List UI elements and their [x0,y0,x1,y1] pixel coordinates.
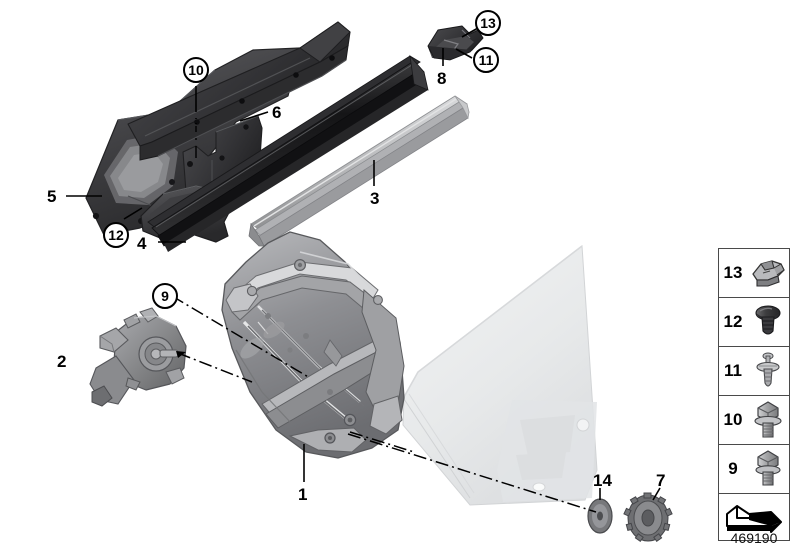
callout-10[interactable]: 10 [183,57,209,83]
retaining-clip-icon [747,249,789,297]
expanding-rivet-icon [747,298,789,346]
part-3-window-guide-rail [248,95,470,247]
callout-7[interactable]: 7 [656,471,666,490]
upper-structural-channel [127,21,351,161]
callout-3[interactable]: 3 [370,189,380,208]
hex-bolt-icon [747,445,789,493]
legend-row-10[interactable]: 10 [719,396,789,445]
callout-9[interactable]: 9 [152,283,178,309]
diagram-number: 469190 [730,530,778,546]
legend-number-10: 10 [723,410,743,429]
callout-11[interactable]: 11 [473,47,499,73]
fastener-legend-panel: 13 12 [718,248,790,541]
callout-1[interactable]: 1 [298,485,308,504]
axis-arrowheads [176,351,186,358]
legend-row-12[interactable]: 12 [719,298,789,347]
expanding-pin-rivet-icon [747,347,789,395]
legend-row-11[interactable]: 11 [719,347,789,396]
callout-13[interactable]: 13 [475,10,501,36]
direction-arrow-icon [719,494,789,540]
legend-number-12: 12 [723,312,743,331]
assembly-axis-lines [171,295,597,513]
callout-4[interactable]: 4 [137,234,147,253]
callout-2[interactable]: 2 [57,352,67,371]
callout-5[interactable]: 5 [47,187,57,206]
legend-row-9[interactable]: 9 [719,445,789,494]
part-8-window-seal-strip [147,54,429,252]
legend-row-13[interactable]: 13 [719,249,789,298]
callout-8[interactable]: 8 [437,69,447,88]
legend-number-13: 13 [723,263,743,282]
hex-bolt-washer-icon [747,396,789,444]
part-14-spacer-washer [587,498,613,534]
legend-number-9: 9 [728,459,738,478]
part-7-drive-gear [623,492,673,543]
part-2-window-lifter-motor [89,307,187,407]
part-1-window-regulator-assembly [221,231,405,459]
window-glass-pane [402,245,598,506]
legend-number-11: 11 [724,361,742,380]
callout-12[interactable]: 12 [103,222,129,248]
leader-lines [66,27,661,501]
direction-arrow-row [719,494,789,540]
callout-14[interactable]: 14 [593,471,612,490]
callout-6[interactable]: 6 [272,103,282,122]
